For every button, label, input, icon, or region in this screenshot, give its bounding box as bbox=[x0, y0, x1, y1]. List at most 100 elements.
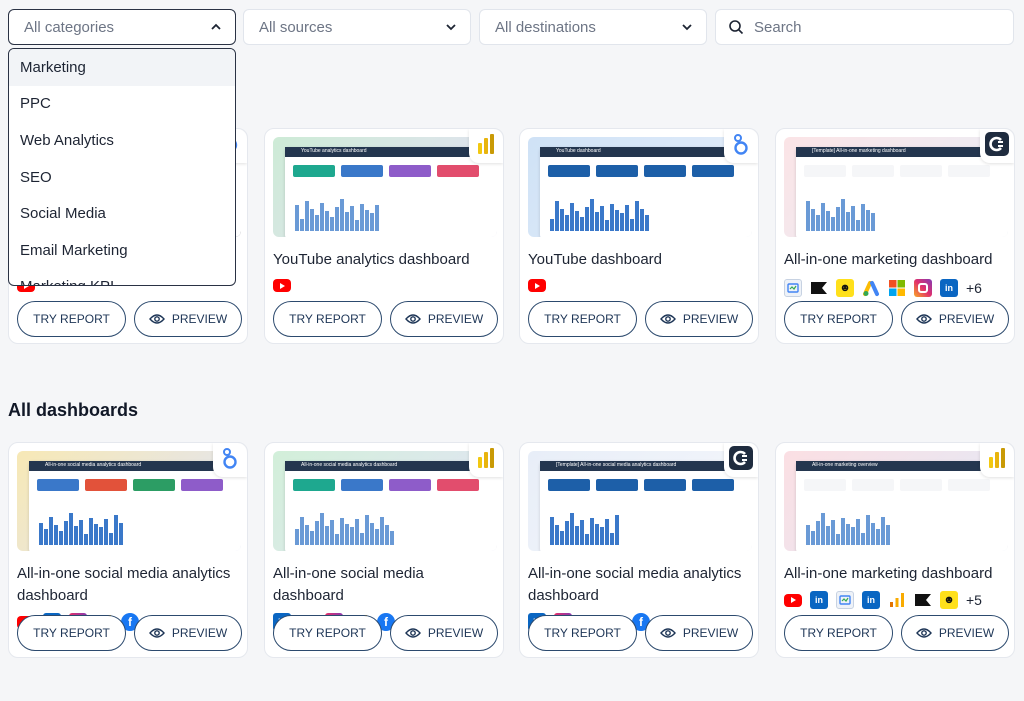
try-report-button[interactable]: TRY REPORT bbox=[273, 301, 382, 337]
try-report-button[interactable]: TRY REPORT bbox=[273, 615, 382, 651]
destination-filter[interactable]: All destinations bbox=[479, 9, 707, 45]
dashboard-card[interactable]: [Template] All-in-one marketing dashboar… bbox=[775, 128, 1015, 344]
thumb-bar bbox=[625, 205, 629, 231]
thumb-kpi-tile bbox=[900, 165, 942, 177]
thumb-bar bbox=[39, 523, 43, 545]
thumb-bar bbox=[635, 201, 639, 231]
thumb-bar bbox=[550, 517, 554, 545]
thumb-kpi-tile bbox=[293, 165, 335, 177]
category-option[interactable]: Marketing bbox=[9, 49, 235, 86]
thumb-bar bbox=[585, 534, 589, 545]
try-report-button[interactable]: TRY REPORT bbox=[17, 615, 126, 651]
preview-button[interactable]: PREVIEW bbox=[390, 615, 498, 651]
thumb-bar bbox=[560, 531, 564, 545]
thumbnail-title: YouTube dashboard bbox=[556, 148, 601, 154]
search-input[interactable]: Search bbox=[715, 9, 1014, 45]
search-icon bbox=[729, 20, 744, 35]
chevron-up-icon bbox=[211, 23, 221, 30]
card-title[interactable]: YouTube analytics dashboard bbox=[273, 251, 470, 268]
preview-button[interactable]: PREVIEW bbox=[645, 301, 753, 337]
thumb-bar bbox=[355, 220, 359, 231]
thumb-bar bbox=[370, 523, 374, 545]
dashboard-card[interactable]: All-in-one social media analytics dashbo… bbox=[264, 442, 504, 658]
power-bi-icon bbox=[988, 447, 1006, 474]
dashboard-thumbnail[interactable]: All-in-one social media analytics dashbo… bbox=[273, 451, 497, 551]
thumbnail-panel: All-in-one social media analytics dashbo… bbox=[29, 461, 241, 551]
try-report-label: TRY REPORT bbox=[33, 312, 110, 326]
dashboard-thumbnail[interactable]: All-in-one social media analytics dashbo… bbox=[17, 451, 241, 551]
thumb-bar bbox=[380, 517, 384, 545]
category-option[interactable]: Marketing KPI bbox=[9, 269, 235, 285]
category-option[interactable]: SEO bbox=[20, 168, 52, 186]
dashboard-card[interactable]: All-in-one social media analytics dashbo… bbox=[8, 442, 248, 658]
thumb-kpi-tile bbox=[548, 165, 590, 177]
preview-button[interactable]: PREVIEW bbox=[901, 301, 1009, 337]
thumbnail-panel: All-in-one marketing overview bbox=[796, 461, 1008, 551]
dashboard-thumbnail[interactable]: YouTube analytics dashboard bbox=[273, 137, 497, 237]
thumb-kpi-tile bbox=[644, 479, 686, 491]
category-filter[interactable]: All categories bbox=[8, 9, 236, 45]
category-option[interactable]: PPC bbox=[20, 95, 51, 113]
more-sources-count: +5 bbox=[966, 592, 982, 608]
thumb-bar bbox=[595, 524, 599, 545]
source-filter[interactable]: All sources bbox=[243, 9, 471, 45]
preview-button[interactable]: PREVIEW bbox=[134, 615, 242, 651]
card-title[interactable]: All-in-one social media dashboard bbox=[273, 565, 424, 604]
card-title[interactable]: All-in-one social media analytics dashbo… bbox=[17, 565, 231, 604]
try-report-button[interactable]: TRY REPORT bbox=[528, 615, 637, 651]
thumbnail-header bbox=[285, 147, 497, 157]
card-title[interactable]: All-in-one marketing dashboard bbox=[784, 565, 993, 582]
card-title[interactable]: All-in-one marketing dashboard bbox=[784, 251, 993, 268]
thumb-kpi-tile bbox=[804, 165, 846, 177]
thumbnail-panel: [Template] All-in-one marketing dashboar… bbox=[796, 147, 1008, 237]
dashboard-thumbnail[interactable]: [Template] All-in-one social media analy… bbox=[528, 451, 752, 551]
thumb-bar bbox=[300, 517, 304, 545]
try-report-button[interactable]: TRY REPORT bbox=[784, 615, 893, 651]
thumb-bar bbox=[320, 513, 324, 545]
dashboard-thumbnail[interactable]: All-in-one marketing overview bbox=[784, 451, 1008, 551]
category-option[interactable]: Web Analytics bbox=[20, 131, 114, 149]
try-report-label: TRY REPORT bbox=[800, 626, 877, 640]
thumb-bar bbox=[54, 525, 58, 545]
looker-studio-icon bbox=[220, 447, 240, 474]
preview-button[interactable]: PREVIEW bbox=[645, 615, 753, 651]
try-report-button[interactable]: TRY REPORT bbox=[528, 301, 637, 337]
card-title[interactable]: YouTube dashboard bbox=[528, 251, 663, 268]
thumb-bar bbox=[871, 213, 875, 231]
thumb-bar bbox=[861, 533, 865, 545]
dashboard-thumbnail[interactable]: YouTube dashboard bbox=[528, 137, 752, 237]
eye-icon bbox=[404, 314, 421, 324]
dashboard-thumbnail[interactable]: [Template] All-in-one marketing dashboar… bbox=[784, 137, 1008, 237]
category-dropdown-menu[interactable]: Marketing PPC Web Analytics SEO Social M… bbox=[8, 48, 236, 286]
google-ads-icon bbox=[862, 279, 880, 297]
try-report-label: TRY REPORT bbox=[800, 312, 877, 326]
dashboard-card[interactable]: [Template] All-in-one social media analy… bbox=[519, 442, 759, 658]
thumb-bar bbox=[570, 513, 574, 545]
source-icons bbox=[273, 279, 291, 292]
thumb-kpi-tile bbox=[85, 479, 127, 491]
thumb-bar bbox=[826, 211, 830, 231]
preview-button[interactable]: PREVIEW bbox=[901, 615, 1009, 651]
thumb-bar bbox=[630, 219, 634, 231]
thumb-kpi-tile bbox=[293, 479, 335, 491]
try-report-button[interactable]: TRY REPORT bbox=[784, 301, 893, 337]
preview-button[interactable]: PREVIEW bbox=[390, 301, 498, 337]
eye-icon bbox=[148, 628, 165, 638]
try-report-label: TRY REPORT bbox=[33, 626, 110, 640]
thumb-kpi-tile bbox=[437, 479, 479, 491]
thumb-kpi-tile bbox=[341, 165, 383, 177]
thumbnail-chart bbox=[295, 197, 379, 231]
thumb-bar bbox=[836, 207, 840, 231]
try-report-button[interactable]: TRY REPORT bbox=[17, 301, 126, 337]
category-option[interactable]: Email Marketing bbox=[20, 241, 128, 259]
category-option[interactable]: Social Media bbox=[20, 205, 106, 223]
destination-badge bbox=[213, 443, 247, 477]
source-icons: ☻in+6 bbox=[784, 279, 982, 297]
thumb-bar bbox=[811, 209, 815, 231]
preview-button[interactable]: PREVIEW bbox=[134, 301, 242, 337]
thumb-bar bbox=[325, 526, 329, 545]
card-title[interactable]: All-in-one social media analytics dashbo… bbox=[528, 565, 742, 604]
